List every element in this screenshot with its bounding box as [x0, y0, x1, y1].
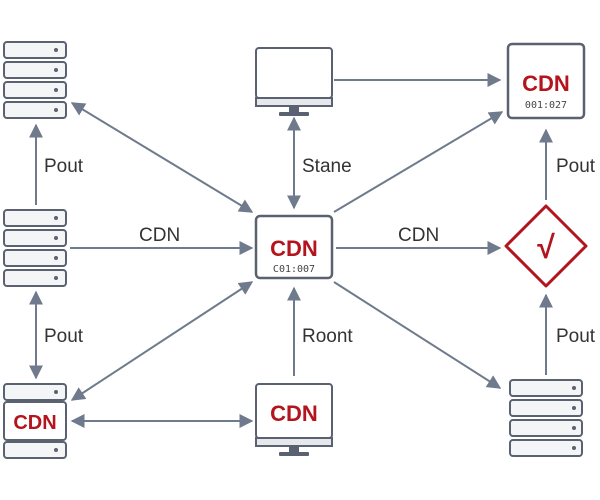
label-right-middle: CDN [398, 225, 439, 246]
server-icon[interactable] [3, 41, 67, 119]
label-left-top: Pout [44, 156, 84, 177]
edge-diag-bottom-left [70, 281, 254, 401]
label-center-top: Stane [302, 156, 352, 177]
cdn-central-title: CDN [270, 236, 318, 261]
label-center-bottom: Roont [302, 326, 353, 347]
cdn-top-right-node[interactable]: CDN 001:027 [506, 42, 586, 120]
server-icon[interactable] [3, 209, 67, 287]
cdn-central-node[interactable]: CDN C01:007 [254, 214, 334, 280]
server-icon[interactable] [509, 379, 583, 457]
connections [29, 73, 553, 428]
check-diamond-node[interactable]: √ [504, 204, 588, 288]
cdn-bottom-left-title: CDN [13, 412, 56, 434]
cdn-central-code: C01:007 [273, 264, 315, 275]
cdn-server-node[interactable]: CDN [3, 383, 67, 459]
monitor-icon[interactable] [255, 47, 333, 116]
edge-diag-top-right [333, 111, 504, 213]
edge-labels: Pout Pout Stane Roont CDN CDN Pout Pout [44, 156, 596, 347]
cdn-top-right-code: 001:027 [525, 100, 567, 111]
label-left-middle: CDN [139, 225, 180, 246]
cdn-monitor-node[interactable]: CDN [255, 383, 333, 456]
cdn-bottom-center-title: CDN [270, 401, 318, 426]
label-left-bottom: Pout [44, 326, 84, 347]
edge-diag-bottom-right [333, 281, 502, 389]
label-right-bottom: Pout [556, 326, 596, 347]
label-right-top: Pout [556, 156, 596, 177]
cdn-top-right-title: CDN [522, 71, 570, 96]
check-icon: √ [537, 229, 555, 265]
edge-diag-top-left [70, 102, 254, 213]
